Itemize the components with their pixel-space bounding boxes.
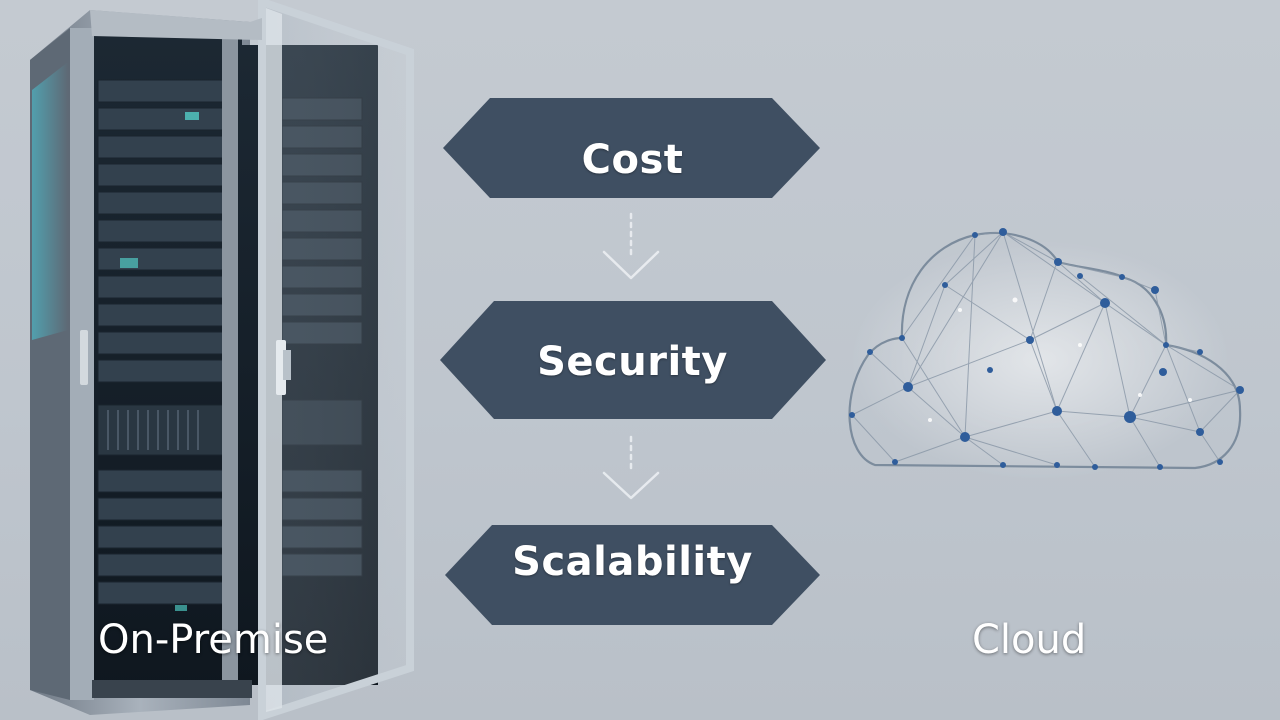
- server-rack-icon: [30, 0, 414, 720]
- cloud-caption: Cloud: [972, 617, 1087, 663]
- cloud-network-icon: [848, 228, 1244, 480]
- on-premise-caption: On-Premise: [98, 617, 329, 663]
- factor-label-cost: Cost: [581, 137, 684, 183]
- factor-shape-security: [440, 301, 826, 419]
- factor-shape-scalability: [445, 525, 820, 625]
- arrow-down-icon: [602, 435, 660, 500]
- factor-label-scalability: Scalability: [512, 539, 753, 585]
- factor-shape-cost: [443, 98, 820, 198]
- arrow-down-icon: [602, 212, 660, 280]
- factor-label-security: Security: [537, 339, 728, 385]
